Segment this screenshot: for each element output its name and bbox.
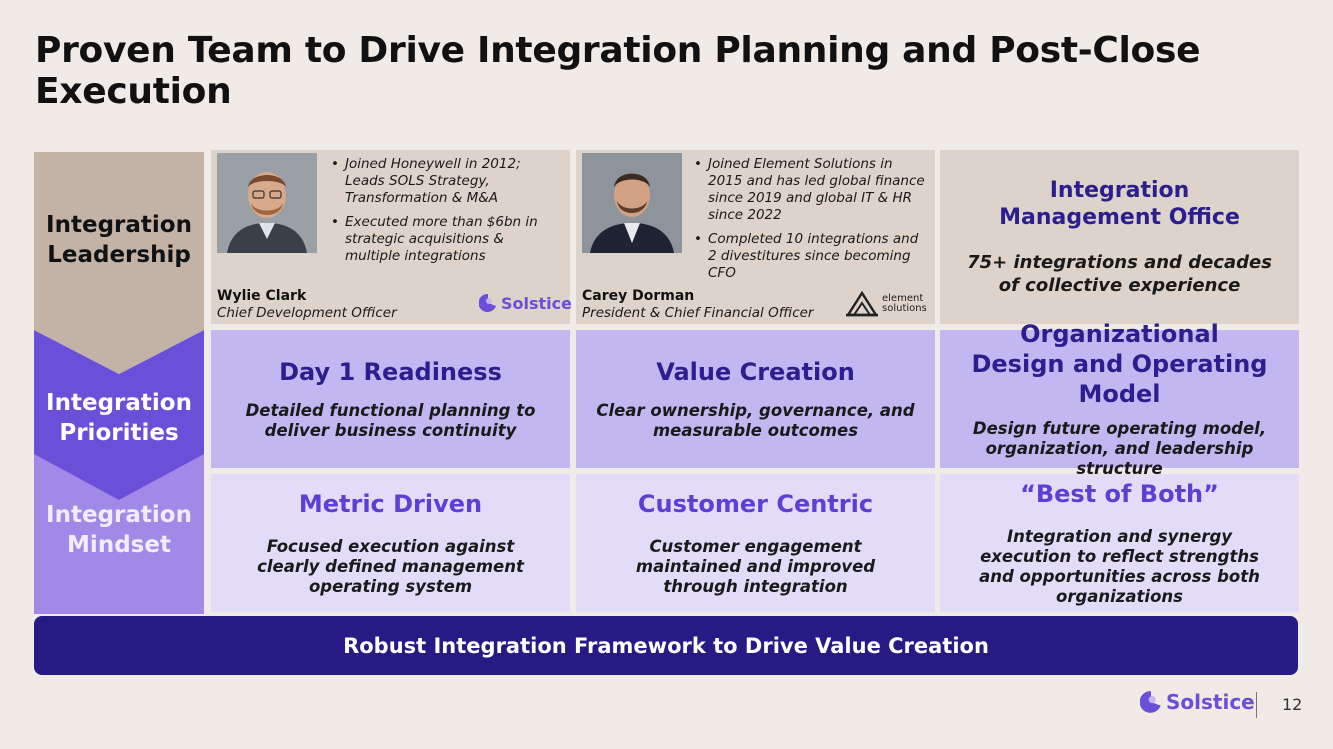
solstice-logo-icon <box>1140 691 1161 713</box>
leader-bullets: Joined Element Solutions in 2015 and has… <box>694 156 926 289</box>
leader-name: Carey Dorman <box>582 288 695 304</box>
page-number: 12 <box>1282 695 1303 714</box>
leadership-chevron-bg <box>34 152 204 374</box>
mindset-chevron-bg <box>34 452 204 614</box>
priority-day1-readiness: Day 1 Readiness Detailed functional plan… <box>211 330 570 468</box>
bullet: Joined Element Solutions in 2015 and has… <box>694 156 926 224</box>
imo-card: Integration Management Office 75+ integr… <box>940 150 1299 324</box>
element-solutions-logo: element solutions <box>846 291 927 317</box>
mindset-customer-centric: Customer Centric Customer engagement mai… <box>576 474 935 612</box>
leader-card-wylie-clark: Joined Honeywell in 2012; Leads SOLS Str… <box>211 150 572 324</box>
page-title: Proven Team to Drive Integration Plannin… <box>35 30 1201 112</box>
priority-org-design: Organizational Design and Operating Mode… <box>940 320 1299 478</box>
imo-heading: Integration Management Office <box>999 178 1240 230</box>
solstice-logo: Solstice <box>479 293 572 313</box>
element-solutions-logo-icon <box>846 291 878 317</box>
mindset-metric-driven: Metric Driven Focused execution against … <box>211 474 570 612</box>
imo-desc: 75+ integrations and decades of collecti… <box>967 252 1272 296</box>
framework-banner: Robust Integration Framework to Drive Va… <box>34 616 1298 675</box>
bullet: Completed 10 integrations and 2 divestit… <box>694 231 926 282</box>
footer-solstice-logo: Solstice <box>1140 690 1255 714</box>
priority-value-creation: Value Creation Clear ownership, governan… <box>576 330 935 468</box>
label-integration-priorities: Integration Priorities <box>46 390 192 446</box>
leader-photo <box>582 153 682 253</box>
bullet: Executed more than $6bn in strategic acq… <box>331 214 561 265</box>
leader-photo <box>217 153 317 253</box>
leader-card-carey-dorman: Joined Element Solutions in 2015 and has… <box>576 150 935 324</box>
solstice-logo-icon <box>479 293 496 312</box>
label-integration-mindset: Integration Mindset <box>46 502 192 558</box>
leader-role: President & Chief Financial Officer <box>582 305 814 321</box>
leader-name: Wylie Clark <box>217 288 307 304</box>
mindset-best-of-both: “Best of Both” Integration and synergy e… <box>940 474 1299 612</box>
leader-role: Chief Development Officer <box>217 305 397 321</box>
leader-bullets: Joined Honeywell in 2012; Leads SOLS Str… <box>331 156 561 272</box>
bullet: Joined Honeywell in 2012; Leads SOLS Str… <box>331 156 561 207</box>
priorities-chevron-bg <box>34 330 204 500</box>
footer-divider <box>1256 692 1257 718</box>
left-chevron-column <box>34 152 204 614</box>
label-integration-leadership: Integration Leadership <box>46 212 192 268</box>
